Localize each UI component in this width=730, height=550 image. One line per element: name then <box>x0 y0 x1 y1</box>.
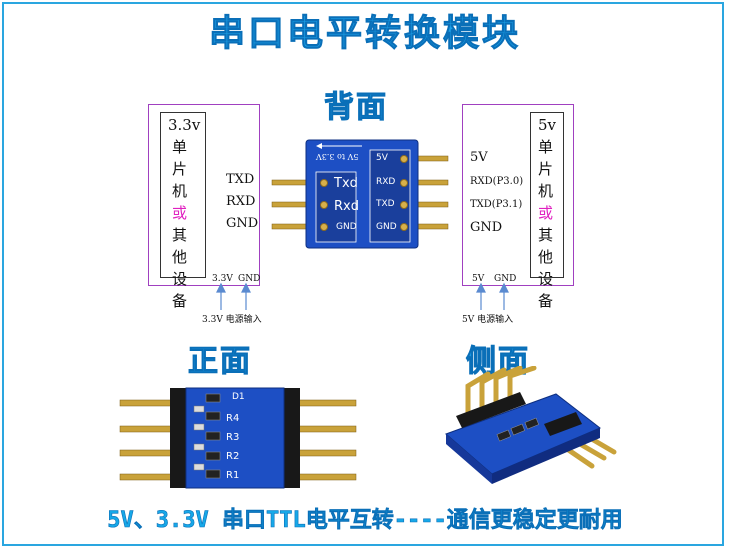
left-pin-rxd: RXD <box>226 194 256 209</box>
right-bottom-pin-5v: 5V <box>472 274 485 284</box>
right-pin-5v: 5V <box>470 150 488 165</box>
device-description-char: 备 <box>538 292 554 310</box>
device-description-char: 机 <box>538 182 554 200</box>
device-description-char: 片 <box>538 160 554 178</box>
right-device-description: 单片机或其他设备 <box>538 136 553 312</box>
left-pin-gnd: GND <box>226 216 259 231</box>
right-device-box <box>462 104 574 286</box>
device-description-char: 片 <box>172 160 188 178</box>
board-back-label-gnd-right: GND <box>376 222 397 232</box>
device-description-char: 他 <box>538 248 554 266</box>
board-back-label-rxd-right: RXD <box>376 177 396 187</box>
board-back-label-txd-right: TXD <box>376 199 395 209</box>
board-back-label-txd: Txd <box>334 176 358 191</box>
left-device-box <box>148 104 260 286</box>
device-description-char: 或 <box>172 204 188 222</box>
board-front-label-r1: R1 <box>226 470 240 481</box>
board-side-view <box>445 366 617 484</box>
right-pin-gnd: GND <box>470 220 503 235</box>
image-frame <box>2 2 724 546</box>
device-description-char: 他 <box>172 248 188 266</box>
section-back-heading: 背面 <box>324 90 388 126</box>
device-description-char: 其 <box>538 226 554 244</box>
right-power-note: 5V 电源输入 <box>462 315 514 325</box>
right-voltage-label: 5v <box>538 116 557 134</box>
board-back-label-5v: 5V <box>376 153 388 163</box>
board-front-label-r4: R4 <box>226 413 240 424</box>
board-back-view <box>271 139 449 249</box>
board-back-direction-label: 5V to 3.3V <box>316 152 359 161</box>
device-description-char: 或 <box>538 204 554 222</box>
left-bottom-pin-gnd: GND <box>238 274 261 284</box>
left-bottom-pin-3v3: 3.3V <box>212 274 233 284</box>
device-description-char: 备 <box>172 292 188 310</box>
left-voltage-label: 3.3v <box>168 116 201 134</box>
left-power-note: 3.3V 电源输入 <box>202 315 262 325</box>
board-back-label-rxd: Rxd <box>334 199 359 214</box>
right-bottom-pin-gnd: GND <box>494 274 517 284</box>
board-back-label-gnd-left: GND <box>336 222 357 232</box>
right-pin-rxd: RXD(P3.0) <box>470 176 524 187</box>
section-front-heading: 正面 <box>188 344 252 380</box>
board-front-label-r3: R3 <box>226 432 240 443</box>
board-front-label-d1: D1 <box>232 392 245 402</box>
board-front-label-r2: R2 <box>226 451 240 462</box>
device-description-char: 设 <box>172 270 188 288</box>
device-description-char: 单 <box>538 138 554 156</box>
right-device-panel <box>530 112 564 278</box>
left-device-description: 单片机或其他设备 <box>172 136 187 312</box>
left-pin-txd: TXD <box>226 172 255 187</box>
left-device-panel <box>160 112 206 278</box>
right-pin-txd: TXD(P3.1) <box>470 199 523 210</box>
device-description-char: 单 <box>172 138 188 156</box>
page-title: 串口电平转换模块 <box>208 13 521 55</box>
device-description-char: 其 <box>172 226 188 244</box>
footer-tagline: 5V、3.3V 串口TTL电平互转----通信更稳定更耐用 <box>107 508 623 534</box>
device-description-char: 机 <box>172 182 188 200</box>
device-description-char: 设 <box>538 270 554 288</box>
board-front-view <box>119 387 357 489</box>
